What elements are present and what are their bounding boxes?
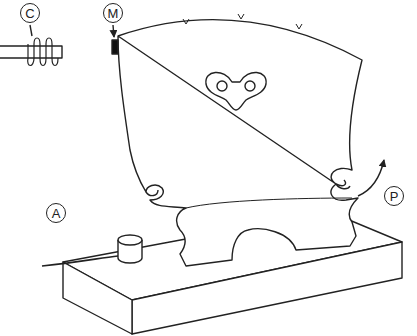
callout-letter: M <box>103 3 123 23</box>
accelerometer-top <box>118 235 142 245</box>
ear-curl <box>146 190 158 196</box>
radiation-arrow <box>358 160 384 196</box>
ear-curl <box>336 184 350 189</box>
block-side <box>63 262 132 334</box>
block-front <box>132 242 402 334</box>
coil-core <box>0 46 62 58</box>
callout-letter: P <box>384 186 404 206</box>
sensor-cable <box>42 256 118 266</box>
string-notch <box>183 14 302 29</box>
waist-line <box>186 198 352 208</box>
callout-letter: A <box>46 203 66 223</box>
magnet <box>112 40 118 54</box>
heart-cutout <box>206 72 266 110</box>
leader-line <box>30 25 32 36</box>
coil-winding <box>28 38 58 66</box>
callout-letter: C <box>20 3 40 23</box>
heart-lobe <box>217 81 227 91</box>
violin-bridge <box>118 20 362 266</box>
leader-arrow <box>113 25 114 37</box>
heart-lobe <box>245 81 255 91</box>
